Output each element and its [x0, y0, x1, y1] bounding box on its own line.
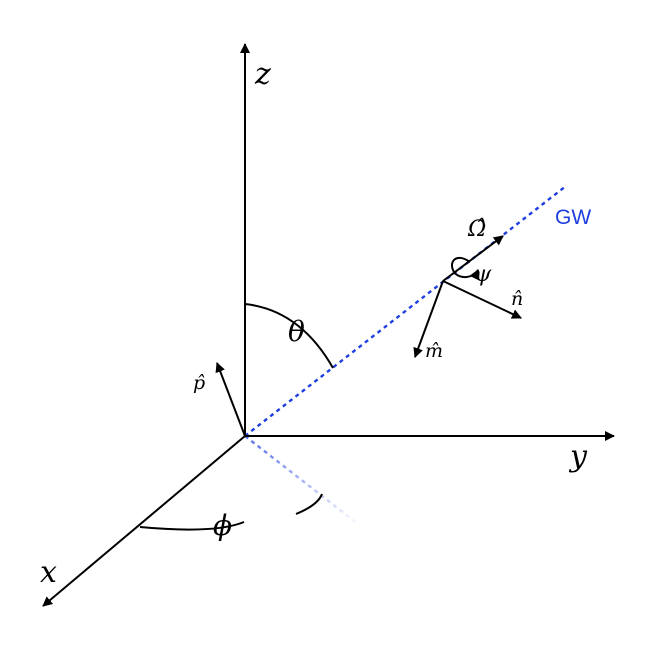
phi-arc: [139, 493, 323, 531]
gw-direction-line: [244, 185, 567, 437]
omega-hat-label: Ω̂: [467, 217, 486, 242]
m-hat-label: m̂: [425, 340, 443, 362]
x-axis-label: x: [40, 555, 57, 590]
x-axis: [42, 435, 246, 607]
theta-label: θ: [288, 315, 305, 348]
n-hat-label: n̂: [511, 288, 523, 310]
p-hat-vector: [215, 362, 246, 437]
gw-label: GW: [555, 206, 591, 229]
psi-rotation-arc: [451, 256, 479, 281]
y-axis-label: y: [568, 439, 588, 474]
m-hat-vector: [413, 280, 444, 358]
phi-label: ϕ: [213, 509, 232, 542]
p-hat-label: p̂: [193, 372, 205, 394]
psi-label: ψ: [474, 262, 492, 287]
omega-hat-vector: [442, 235, 504, 282]
theta-arc: [244, 303, 334, 369]
n-hat-vector: [442, 280, 522, 319]
z-axis-label: z: [254, 57, 271, 92]
